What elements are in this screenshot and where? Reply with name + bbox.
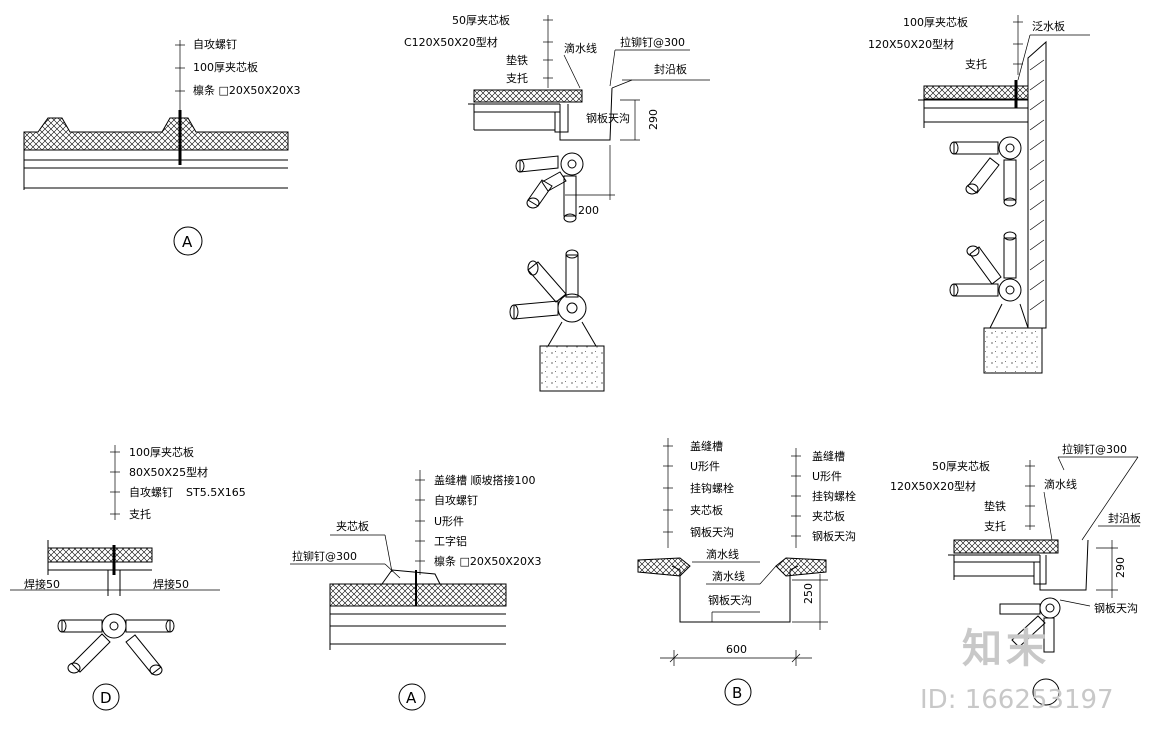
watermark: 知末 ID: 166253197 (920, 626, 1114, 715)
label-weld-right: 焊接50 (153, 577, 189, 591)
dim-290: 290 (647, 109, 660, 130)
dim-c-290: 290 (1114, 557, 1127, 578)
label-b-r0: 盖缝槽 (812, 449, 845, 463)
label-c-1: 120X50X20型材 (890, 479, 976, 493)
label-b-r3: 夹芯板 (812, 509, 845, 523)
label-b-r4: 钢板天沟 (812, 529, 856, 543)
label-section-d: 80X50X25型材 (129, 465, 208, 479)
marker-d: D (100, 689, 112, 707)
label-purlin: 檩条 □20X50X20X3 (193, 83, 301, 97)
label-c-seal: 封沿板 (1108, 511, 1141, 525)
label-b-l2: 挂钩螺栓 (690, 481, 734, 495)
label-b-r1: U形件 (812, 470, 842, 483)
label-screw-spec: ST5.5X165 (186, 486, 246, 499)
label-section-w: 120X50X20型材 (868, 37, 954, 51)
label-c-0: 50厚夹芯板 (932, 459, 990, 473)
label-screw-a2: 自攻螺钉 (434, 493, 478, 507)
label-gutter: 钢板天沟 (586, 111, 630, 125)
dim-600: 600 (726, 643, 747, 656)
label-rivet: 拉铆钉@300 (620, 35, 685, 49)
label-i-alu: 工字铝 (434, 534, 467, 548)
label-weld-left: 焊接50 (24, 577, 60, 591)
detail-gutter-top: 50厚夹芯板 C120X50X20型材 垫铁 支托 滴水线 拉铆钉@300 封沿… (404, 13, 710, 223)
marker-a1: A (182, 233, 193, 251)
marker-a2: A (406, 689, 417, 707)
label-self-tapping-screw: 自攻螺钉 (193, 37, 237, 51)
label-b-l1: U形件 (690, 460, 720, 473)
label-drip: 滴水线 (564, 41, 597, 55)
label-b-r2: 挂钩螺栓 (812, 489, 856, 503)
label-b-l3: 夹芯板 (690, 503, 723, 517)
detail-d: 100厚夹芯板 80X50X25型材 自攻螺钉 ST5.5X165 支托 焊接5… (10, 445, 246, 711)
label-purlin-a2: 檩条 □20X50X20X3 (434, 554, 542, 568)
label-b-l0: 盖缝槽 (690, 439, 723, 453)
label-100-panel-d: 100厚夹芯板 (129, 445, 194, 459)
watermark-id: ID: 166253197 (920, 685, 1114, 715)
label-support-d: 支托 (129, 507, 151, 521)
label-100-panel: 100厚夹芯板 (193, 60, 258, 74)
label-u-piece: U形件 (434, 515, 464, 528)
label-c-section: C120X50X20型材 (404, 35, 498, 49)
marker-b: B (732, 684, 742, 702)
detail-a1: 自攻螺钉 100厚夹芯板 檩条 □20X50X20X3 A (23, 37, 301, 256)
label-c-2: 垫铁 (984, 499, 1006, 513)
detail-wall-top: 100厚夹芯板 120X50X20型材 支托 泛水板 (868, 15, 1090, 374)
label-support-w: 支托 (965, 57, 987, 71)
watermark-logo: 知末 (962, 626, 1050, 672)
detail-b: 盖缝槽 U形件 挂钩螺栓 夹芯板 钢板天沟 盖缝槽 U形件 挂钩螺栓 夹芯板 钢… (637, 438, 856, 706)
detail-a2: 盖缝槽 顺坡搭接100 自攻螺钉 U形件 工字铝 檩条 □20X50X20X3 … (290, 470, 542, 711)
label-rivet-a2: 拉铆钉@300 (292, 549, 357, 563)
dim-250: 250 (802, 583, 815, 604)
label-c-rivet: 拉铆钉@300 (1062, 442, 1127, 456)
label-50-panel: 50厚夹芯板 (452, 13, 510, 27)
label-b-l4: 钢板天沟 (690, 525, 734, 539)
detail-column-top (509, 249, 605, 392)
label-c-drip: 滴水线 (1044, 477, 1077, 491)
label-panel-a2: 夹芯板 (336, 519, 369, 533)
label-100-panel-w: 100厚夹芯板 (903, 15, 968, 29)
label-b-drip2: 滴水线 (712, 569, 745, 583)
label-flashing: 泛水板 (1032, 19, 1065, 33)
detail-c: 50厚夹芯板 120X50X20型材 垫铁 支托 拉铆钉@300 滴水线 封沿板… (890, 442, 1141, 706)
label-shim: 垫铁 (506, 53, 528, 67)
label-cover-slot: 盖缝槽 顺坡搭接100 (434, 473, 536, 487)
label-screw-d: 自攻螺钉 (129, 485, 173, 499)
label-support: 支托 (506, 71, 528, 85)
label-c-gutter: 钢板天沟 (1094, 601, 1138, 615)
label-b-gutter: 钢板天沟 (708, 593, 752, 607)
label-c-3: 支托 (984, 519, 1006, 533)
label-seal-board: 封沿板 (654, 62, 687, 76)
dim-200: 200 (578, 204, 599, 217)
label-b-drip1: 滴水线 (706, 547, 739, 561)
